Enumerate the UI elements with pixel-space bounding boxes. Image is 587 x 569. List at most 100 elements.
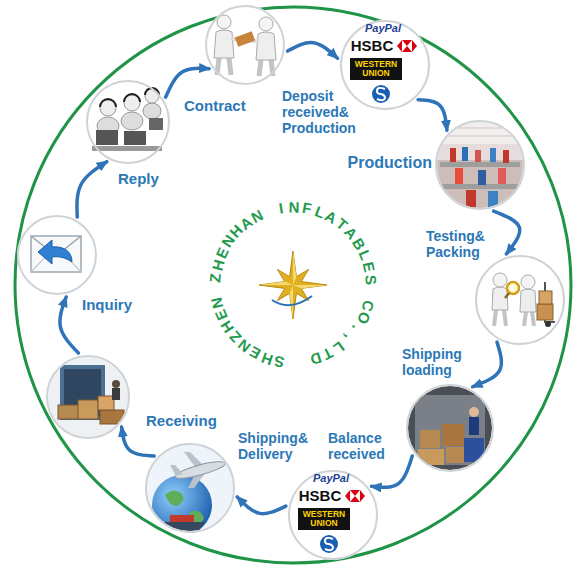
flow-arrow xyxy=(122,427,155,456)
contract-figures-icon xyxy=(217,15,231,29)
compass-star-logo xyxy=(259,282,293,285)
ring-letter: F xyxy=(301,200,313,216)
step-label: Balance received xyxy=(328,430,394,462)
inspection-figures-icon xyxy=(539,291,552,304)
step-circle: Inquiry xyxy=(17,215,97,295)
step-label: Receiving xyxy=(146,412,226,429)
contract-figures-icon xyxy=(259,17,273,31)
inspection-figures-icon xyxy=(507,282,519,294)
step-label: Contract xyxy=(184,97,264,114)
receiving-photo xyxy=(58,405,80,419)
delivery-globe-icon xyxy=(145,443,235,535)
step-label: Deposit received& Production xyxy=(282,88,374,136)
receiving-photo xyxy=(100,410,124,424)
ring-letter xyxy=(265,203,274,219)
step-label: Inquiry xyxy=(82,296,152,313)
step-label: Reply xyxy=(118,170,178,187)
step-label: Shipping& Delivery xyxy=(238,430,316,462)
factory-photo xyxy=(490,148,496,162)
factory-photo xyxy=(466,190,476,208)
icon-background xyxy=(406,384,494,472)
step-circle: Shipping loading xyxy=(406,384,494,472)
icon-background xyxy=(17,215,97,295)
ring-letter: E xyxy=(361,261,378,274)
factory-photo xyxy=(488,191,498,208)
receiving-photo xyxy=(78,400,98,419)
delivery-globe-icon xyxy=(165,490,184,505)
payment-s-logo xyxy=(377,88,385,100)
payment-logo-text: HSBC xyxy=(347,38,397,54)
inspection-figures-icon xyxy=(492,273,555,327)
factory-photo xyxy=(498,168,506,184)
loading-photo xyxy=(446,447,464,463)
inspection-figures-icon xyxy=(545,321,551,327)
flow-arrow xyxy=(60,297,78,353)
factory-photo xyxy=(503,150,509,163)
hsbc-logo xyxy=(397,40,417,52)
delivery-globe-icon xyxy=(160,522,205,532)
step-circle: Contract xyxy=(205,5,285,85)
receiving-photo xyxy=(112,380,120,388)
receiving-photo xyxy=(112,388,120,400)
loading-photo xyxy=(418,449,444,465)
factory-photo xyxy=(450,148,456,162)
compass-star-logo xyxy=(293,251,296,285)
call-center-icon xyxy=(121,112,143,130)
call-center-icon xyxy=(124,131,146,145)
loading-photo xyxy=(469,407,479,417)
inspection-figures-icon xyxy=(521,275,535,289)
delivery-globe-icon xyxy=(174,458,227,481)
step-circle: Reply xyxy=(86,80,170,164)
factory-photo xyxy=(475,150,481,162)
frame-circle xyxy=(15,7,571,563)
receiving-photo xyxy=(46,355,130,439)
factory-photo xyxy=(455,168,463,184)
payment-s-logo xyxy=(325,538,333,550)
ring-letter: Z xyxy=(207,272,223,283)
ring-letter: S xyxy=(273,354,285,371)
inspection-figures-icon xyxy=(520,289,536,312)
step-label: Shipping loading xyxy=(402,346,468,378)
compass-star-logo xyxy=(259,251,327,319)
ring-letter: H xyxy=(209,258,226,272)
icon-background xyxy=(475,255,565,345)
contract-figures-icon xyxy=(214,15,276,76)
payment-s-logo xyxy=(320,535,338,553)
payment-s-logo xyxy=(372,85,390,103)
compass-star-logo xyxy=(293,285,327,288)
call-center-icon xyxy=(92,146,162,151)
call-center-icon xyxy=(92,88,163,151)
inspection-figures-icon xyxy=(493,273,507,287)
loading-photo xyxy=(420,430,440,448)
step-circle: Testing& Packing xyxy=(475,255,565,345)
loading-photo xyxy=(415,395,485,465)
delivery-globe-icon xyxy=(170,515,194,522)
call-center-icon xyxy=(149,118,163,130)
delivery-globe-icon xyxy=(152,475,212,535)
factory-photo xyxy=(462,147,468,161)
flow-arrow xyxy=(494,211,520,254)
icon-background xyxy=(17,5,565,560)
contract-figures-icon xyxy=(235,31,255,47)
step-circle: Shipping& Delivery xyxy=(145,443,235,533)
call-center-icon xyxy=(143,103,161,119)
ring-letter xyxy=(363,290,378,296)
step-circle: Receiving xyxy=(46,355,130,439)
loading-photo xyxy=(405,383,495,473)
icon-background xyxy=(435,120,525,210)
compass-star-logo xyxy=(272,296,312,305)
hsbc-logo xyxy=(350,490,355,502)
hsbc-logo xyxy=(407,40,412,52)
inspection-figures-icon xyxy=(524,312,534,326)
icon-background xyxy=(86,80,170,164)
payment-logo-text: PayPal xyxy=(353,23,413,35)
flow-arrow xyxy=(288,43,338,59)
step-label: Production xyxy=(332,154,432,172)
payment-logo-text: HSBC xyxy=(295,488,345,504)
hsbc-logo xyxy=(345,490,365,502)
company-name-ring: SHENZHEN ZHENHAN INFLATABLES CO.,LTD xyxy=(201,193,385,377)
factory-photo xyxy=(435,160,525,210)
payment-logo-text: PayPal xyxy=(301,473,361,485)
inspection-figures-icon xyxy=(494,310,506,326)
